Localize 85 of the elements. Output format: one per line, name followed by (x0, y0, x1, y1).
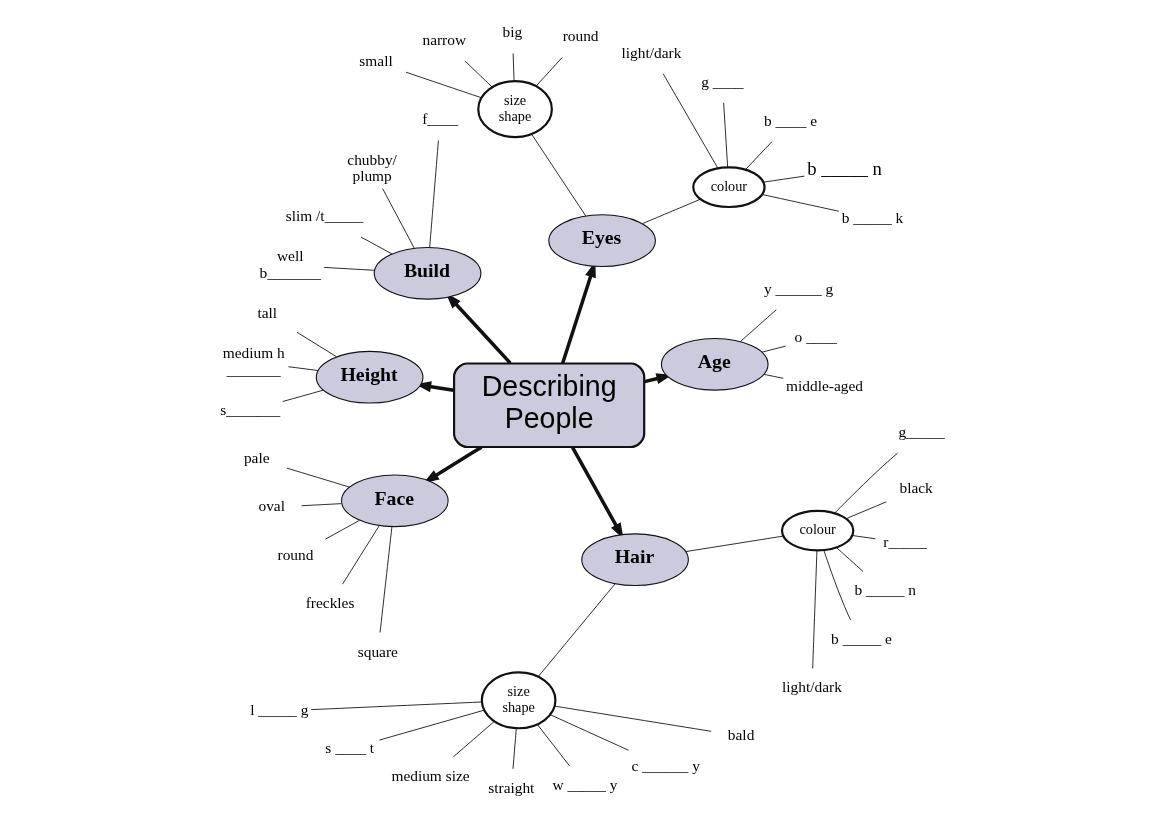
node-text: s ____ t (325, 738, 375, 756)
connector (531, 133, 587, 216)
node-text: b _____ n (854, 580, 916, 598)
connector (851, 534, 876, 539)
node-text: w _____ y (552, 775, 618, 793)
node-text: b _____ e (831, 629, 892, 647)
node-text: f____ (422, 109, 458, 127)
node-text: b _____ n (807, 157, 882, 179)
node-ellipse: colour (780, 509, 855, 551)
node-text: black (899, 478, 933, 496)
node-ellipse: Face (340, 473, 449, 527)
node-ellipse: Hair (581, 532, 689, 586)
connector (662, 72, 719, 169)
connector (763, 373, 784, 379)
node-text: bald (727, 725, 755, 743)
connector (301, 502, 342, 506)
connector (512, 52, 515, 81)
connector (812, 549, 818, 669)
connector (379, 709, 485, 740)
connector (823, 549, 851, 620)
node-text: tall (257, 303, 278, 321)
connector (761, 345, 787, 353)
node-text: b _____ k (841, 208, 904, 226)
connector (379, 525, 393, 633)
node-text: freckles (305, 593, 355, 611)
connector (549, 713, 629, 751)
connector (405, 71, 482, 98)
node-text: oval (258, 496, 285, 514)
node-text: middle-aged (786, 376, 863, 394)
connector (744, 140, 773, 170)
node-text: small (359, 51, 393, 69)
node-text: o ____ (794, 327, 837, 345)
node-text: big (502, 22, 523, 40)
connector (382, 187, 415, 248)
node-text: light/dark (621, 43, 682, 61)
node-text: b ____ e (764, 111, 818, 129)
connector (512, 727, 517, 769)
node-text: round (277, 545, 314, 563)
node-text: y ______ g (763, 279, 834, 297)
connector (739, 308, 777, 342)
node-text: s_______ (220, 400, 281, 418)
connector (323, 266, 375, 271)
node-text: well b_______ (259, 246, 321, 281)
node-text: square (357, 642, 398, 659)
node-text: l _____ g (250, 700, 309, 718)
node-text: r_____ (883, 532, 927, 550)
connector (537, 723, 570, 766)
connector (836, 546, 864, 572)
node-text: medium size (391, 766, 470, 784)
connector (286, 467, 351, 488)
connector (723, 101, 729, 167)
node-text: pale (243, 448, 270, 466)
node-text: narrow (422, 30, 467, 48)
node-text: round (562, 26, 599, 44)
node-text: chubby/ plump (347, 150, 397, 184)
node-text: g_____ (898, 422, 945, 440)
node-ellipse: Height (315, 350, 424, 404)
node-text: medium h _______ (222, 343, 285, 378)
node-box: Describing People (452, 361, 646, 448)
connector (288, 365, 319, 371)
connector (685, 535, 784, 552)
connector (296, 331, 338, 357)
connector (360, 236, 393, 254)
connector (453, 720, 495, 757)
connector (282, 389, 324, 402)
node-text: g ____ (701, 72, 744, 90)
connector (537, 582, 616, 677)
node-ellipse: Age (660, 337, 769, 391)
node-text: slim /t_____ (285, 206, 364, 224)
connector (429, 139, 439, 248)
connector (464, 60, 493, 88)
node-ellipse: size shape (480, 670, 557, 729)
connector (761, 193, 840, 212)
connector (834, 452, 899, 513)
connector (535, 56, 563, 86)
node-ellipse: size shape (477, 79, 553, 138)
node-ellipse: Eyes (548, 213, 656, 267)
node-text: straight (488, 778, 535, 796)
node-ellipse: colour (692, 165, 766, 208)
connector (342, 524, 380, 585)
node-ellipse: Build (373, 246, 482, 300)
node-text: light/dark (782, 677, 842, 695)
connector (324, 519, 360, 540)
node-text: c ______ y (631, 756, 700, 774)
connector (642, 198, 701, 224)
